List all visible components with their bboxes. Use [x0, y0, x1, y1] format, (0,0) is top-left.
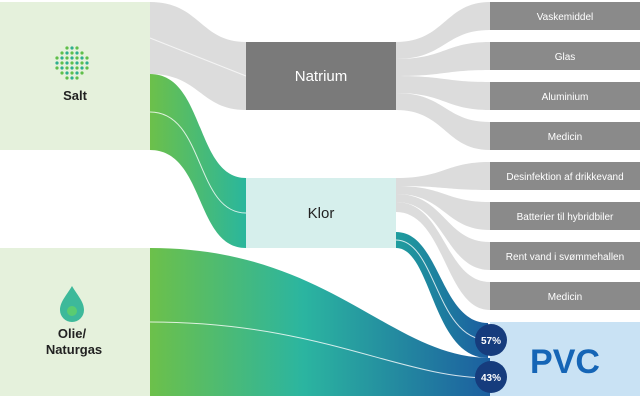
salt-crystal-dot: [80, 66, 84, 70]
klor-use-box: [490, 162, 640, 190]
flow-natrium-use-2: [396, 42, 490, 76]
salt-crystal-dot: [65, 46, 69, 50]
salt-crystal-dot: [75, 76, 79, 80]
salt-crystal-dot: [80, 56, 84, 60]
natrium-use-label: Vaskemiddel: [537, 12, 594, 23]
natrium-box: [246, 42, 396, 110]
salt-crystal-dot: [75, 46, 79, 50]
natrium-use-box: [490, 122, 640, 150]
klor-uses-column: Desinfektion af drikkevand Batterier til…: [490, 162, 640, 310]
oil-gas-source-box: [0, 248, 150, 396]
natrium-use-label: Medicin: [548, 132, 582, 143]
flow-oil-pvc-divider: [149, 321, 491, 379]
klor-use-box: [490, 202, 640, 230]
flow-natrium-use-4: [396, 93, 490, 150]
oil-gas-label-line-1: Olie/: [58, 326, 87, 341]
pvc-box: [490, 322, 640, 396]
salt-crystal-dot: [55, 61, 59, 65]
flow-salt-natrium-divider: [149, 37, 247, 77]
natrium-use-box: [490, 82, 640, 110]
flow-klor-pvc: [396, 232, 488, 358]
salt-crystal-dot: [75, 66, 79, 70]
salt-crystal-icon: [55, 46, 89, 80]
salt-crystal-dot: [55, 56, 59, 60]
salt-crystal-dot: [70, 61, 74, 65]
salt-crystal-dot: [70, 76, 74, 80]
klor-use-box: [490, 242, 640, 270]
klor-use-label: Batterier til hybridbiler: [517, 212, 614, 223]
salt-crystal-dot: [75, 71, 79, 75]
klor-fanout: [396, 162, 490, 310]
flow-salt-klor-divider: [149, 111, 247, 214]
klor-use-label: Medicin: [548, 292, 582, 303]
salt-crystal-dot: [65, 71, 69, 75]
salt-crystal-dot: [70, 46, 74, 50]
salt-crystal-dot: [80, 51, 84, 55]
flow-klor-use-2: [396, 186, 490, 230]
natrium-use-box: [490, 2, 640, 30]
salt-crystal-dot: [70, 51, 74, 55]
salt-crystal-dot: [60, 66, 64, 70]
flow-klor-use-3: [396, 194, 490, 270]
salt-crystal-dot: [60, 56, 64, 60]
salt-crystal-dot: [80, 71, 84, 75]
flow-natrium-use-3: [396, 76, 490, 110]
flow-salt-klor: [150, 74, 246, 248]
klor-use-label: Rent vand i svømmehallen: [506, 252, 624, 263]
pvc-label: PVC: [530, 343, 600, 381]
flow-oil-pvc: [150, 248, 490, 396]
natrium-fanout: [396, 2, 490, 150]
oil-gas-share-value: 43%: [481, 373, 501, 384]
natrium-use-label: Aluminium: [542, 92, 589, 103]
natrium-uses-column: Vaskemiddel Glas Aluminium Medicin: [490, 2, 640, 150]
klor-label: Klor: [308, 205, 335, 222]
salt-crystal-dot: [85, 56, 89, 60]
flow-klor-pvc-divider: [395, 239, 489, 341]
oil-gas-label-line-2: Naturgas: [46, 342, 102, 357]
salt-crystal-dot: [65, 61, 69, 65]
oil-gas-share-badge: [475, 361, 507, 393]
salt-crystal-dot: [75, 56, 79, 60]
klor-use-label: Desinfektion af drikkevand: [506, 172, 623, 183]
salt-crystal-dot: [60, 61, 64, 65]
klor-share-badge: [475, 324, 507, 356]
natrium-use-box: [490, 42, 640, 70]
salt-crystal-dot: [65, 56, 69, 60]
salt-crystal-dot: [60, 71, 64, 75]
salt-crystal-dot: [65, 66, 69, 70]
flow-salt-natrium: [150, 2, 246, 110]
flow-klor-use-1: [396, 162, 490, 190]
klor-use-box: [490, 282, 640, 310]
salt-crystal-dot: [65, 76, 69, 80]
natrium-label: Natrium: [295, 68, 348, 85]
salt-crystal-dot: [85, 61, 89, 65]
salt-label: Salt: [63, 88, 88, 103]
salt-crystal-dot: [85, 66, 89, 70]
salt-crystal-dot: [70, 71, 74, 75]
salt-crystal-dot: [80, 61, 84, 65]
salt-crystal-dot: [75, 51, 79, 55]
salt-crystal-dot: [70, 66, 74, 70]
klor-box: [246, 178, 396, 248]
salt-crystal-dot: [55, 66, 59, 70]
flow-natrium-use-1: [396, 2, 490, 59]
salt-source-box: [0, 2, 150, 150]
klor-share-value: 57%: [481, 336, 501, 347]
salt-crystal-dot: [75, 61, 79, 65]
natrium-use-label: Glas: [555, 52, 576, 63]
salt-crystal-dot: [65, 51, 69, 55]
salt-crystal-dot: [70, 56, 74, 60]
oil-drop-icon: [60, 286, 84, 322]
flow-klor-use-4: [396, 202, 490, 310]
salt-crystal-dot: [60, 51, 64, 55]
